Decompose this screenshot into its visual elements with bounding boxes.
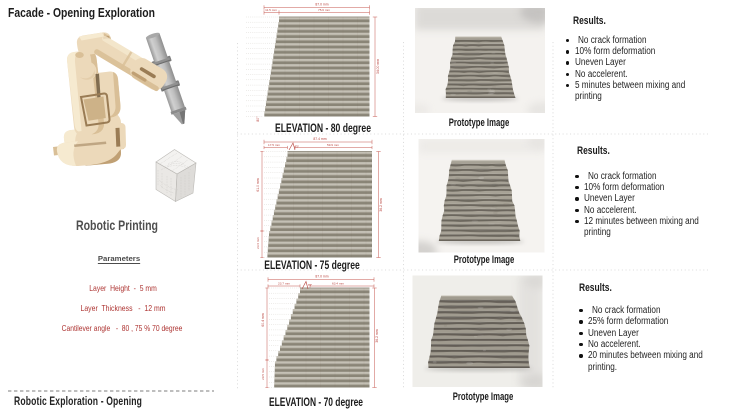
svg-text:87.4 mm: 87.4 mm xyxy=(313,137,326,141)
svg-text:23.6 mm: 23.6 mm xyxy=(256,237,260,249)
svg-text:23.7 mm: 23.7 mm xyxy=(278,281,290,285)
svg-text:17.5 mm: 17.5 mm xyxy=(268,143,280,147)
svg-text:36.2 mm: 36.2 mm xyxy=(379,198,383,211)
svg-text:36.2 mm: 36.2 mm xyxy=(375,329,379,342)
svg-text:34.00 mm: 34.00 mm xyxy=(376,59,380,74)
svg-text:63.4 mm: 63.4 mm xyxy=(332,281,344,285)
svg-text:87.0 mm: 87.0 mm xyxy=(315,275,328,279)
svg-text:29.5 mm: 29.5 mm xyxy=(261,368,265,380)
svg-text:80°: 80° xyxy=(256,116,260,122)
svg-text:87.0 mm: 87.0 mm xyxy=(315,3,328,7)
svg-text:75°: 75° xyxy=(295,145,300,149)
svg-text:61.0 mm: 61.0 mm xyxy=(256,178,260,191)
svg-text:75.6 mm: 75.6 mm xyxy=(318,8,330,12)
svg-text:60.4 mm: 60.4 mm xyxy=(261,313,265,326)
svg-text:70°: 70° xyxy=(308,283,313,287)
svg-text:11.5 mm: 11.5 mm xyxy=(265,8,277,12)
svg-text:59.9 mm: 59.9 mm xyxy=(327,143,339,147)
